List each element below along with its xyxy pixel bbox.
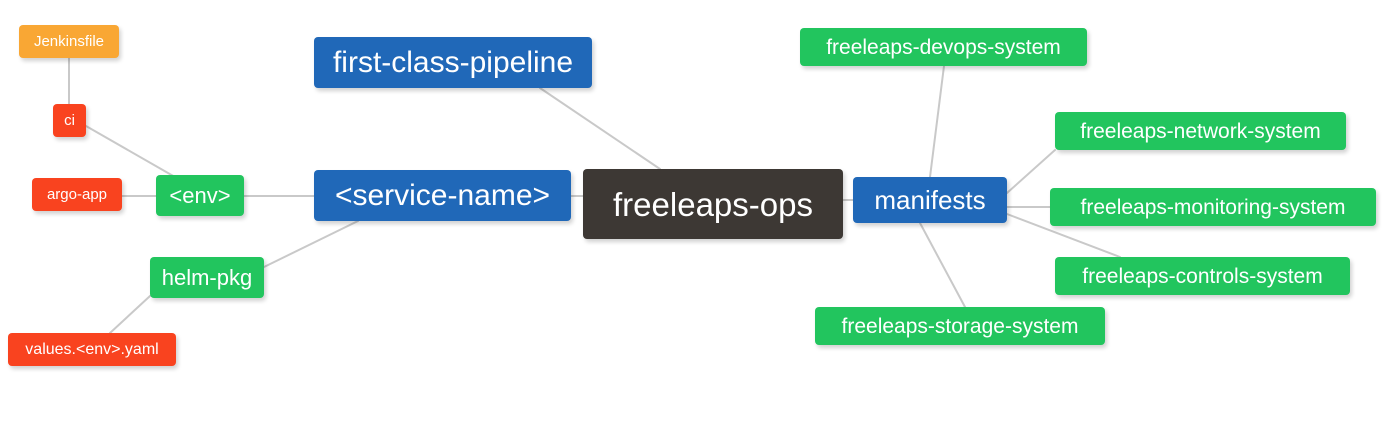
edge-manifests-to-freeleaps-storage-system — [919, 222, 966, 308]
node-service-name[interactable]: <service-name> — [314, 170, 571, 221]
node-label-freeleaps-devops-system: freeleaps-devops-system — [826, 35, 1061, 59]
node-label-ci: ci — [64, 112, 75, 129]
edge-helm-pkg-to-service-name — [263, 220, 359, 268]
node-label-first-class-pipeline: first-class-pipeline — [332, 45, 574, 79]
node-label-values-yaml: values.<env>.yaml — [25, 340, 159, 358]
node-ci[interactable]: ci — [53, 104, 86, 137]
edge-first-class-pipeline-to-freeleaps-ops — [539, 87, 661, 170]
node-freeleaps-controls-system[interactable]: freeleaps-controls-system — [1055, 257, 1350, 295]
node-label-freeleaps-ops: freeleaps-ops — [613, 185, 813, 223]
node-label-helm-pkg: helm-pkg — [161, 264, 253, 290]
node-label-jenkinsfile: Jenkinsfile — [33, 33, 105, 50]
node-env[interactable]: <env> — [156, 175, 244, 216]
node-label-freeleaps-controls-system: freeleaps-controls-system — [1082, 264, 1323, 288]
edge-manifests-to-freeleaps-network-system — [1006, 149, 1056, 194]
node-label-env: <env> — [169, 182, 231, 208]
node-label-argo-app: argo-app — [46, 186, 108, 203]
node-freeleaps-devops-system[interactable]: freeleaps-devops-system — [800, 28, 1087, 66]
node-freeleaps-storage-system[interactable]: freeleaps-storage-system — [815, 307, 1105, 345]
node-label-service-name: <service-name> — [334, 178, 551, 212]
node-jenkinsfile[interactable]: Jenkinsfile — [19, 25, 119, 58]
node-label-freeleaps-monitoring-system: freeleaps-monitoring-system — [1080, 195, 1346, 219]
node-argo-app[interactable]: argo-app — [32, 178, 122, 211]
node-manifests[interactable]: manifests — [853, 177, 1007, 223]
node-label-freeleaps-storage-system: freeleaps-storage-system — [841, 314, 1079, 338]
edge-manifests-to-freeleaps-devops-system — [929, 65, 945, 178]
edge-values-yaml-to-helm-pkg — [109, 295, 151, 334]
node-helm-pkg[interactable]: helm-pkg — [150, 257, 264, 298]
node-freeleaps-network-system[interactable]: freeleaps-network-system — [1055, 112, 1346, 150]
node-label-manifests: manifests — [874, 185, 986, 215]
node-values-yaml[interactable]: values.<env>.yaml — [8, 333, 176, 366]
node-freeleaps-monitoring-system[interactable]: freeleaps-monitoring-system — [1050, 188, 1376, 226]
node-freeleaps-ops[interactable]: freeleaps-ops — [583, 169, 843, 239]
edge-ci-to-env — [85, 125, 176, 178]
node-label-freeleaps-network-system: freeleaps-network-system — [1080, 119, 1321, 143]
node-first-class-pipeline[interactable]: first-class-pipeline — [314, 37, 592, 88]
